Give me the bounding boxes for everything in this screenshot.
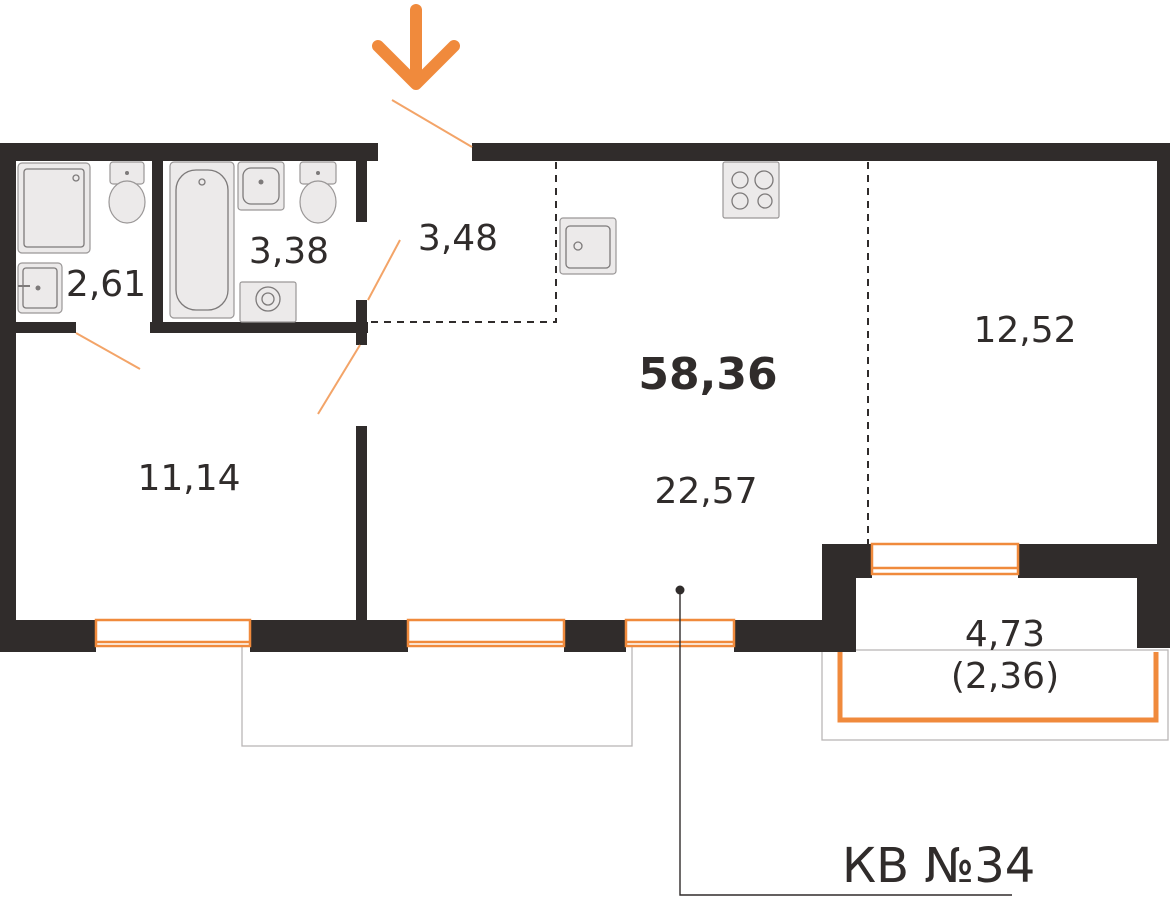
room-area-balcony: 4,73 xyxy=(965,614,1045,655)
cooktop-icon xyxy=(722,161,780,219)
bathtub-icon xyxy=(169,161,235,319)
room-area-balcony-reduced: (2,36) xyxy=(951,656,1059,697)
entrance-arrow-icon xyxy=(372,4,460,90)
toilet-icon xyxy=(299,161,337,224)
room-area-bedroom-left: 11,14 xyxy=(137,458,240,499)
balcony-outline xyxy=(821,649,1169,741)
total-area: 58,36 xyxy=(638,349,777,400)
doors xyxy=(75,99,473,415)
washing-machine-icon xyxy=(239,281,297,323)
walls xyxy=(0,143,1170,652)
terrace-outline xyxy=(241,643,633,747)
shower-icon xyxy=(17,162,91,254)
toilet-icon xyxy=(108,161,146,224)
balcony-glazing xyxy=(837,652,1159,723)
room-area-hallway: 3,48 xyxy=(418,218,498,259)
zone-divider-hallway xyxy=(367,162,557,323)
leader-line xyxy=(679,590,1012,896)
sink-icon xyxy=(237,161,285,211)
room-area-bathroom: 3,38 xyxy=(249,231,329,272)
room-area-living-kitchen: 22,57 xyxy=(654,471,757,512)
apartment-number: КВ №34 xyxy=(842,838,1035,894)
room-area-bathroom-small: 2,61 xyxy=(66,264,146,305)
kitchen-sink-icon xyxy=(559,217,617,275)
sink-icon xyxy=(17,262,63,314)
windows xyxy=(94,542,1020,648)
room-area-bedroom-right: 12,52 xyxy=(973,310,1076,351)
